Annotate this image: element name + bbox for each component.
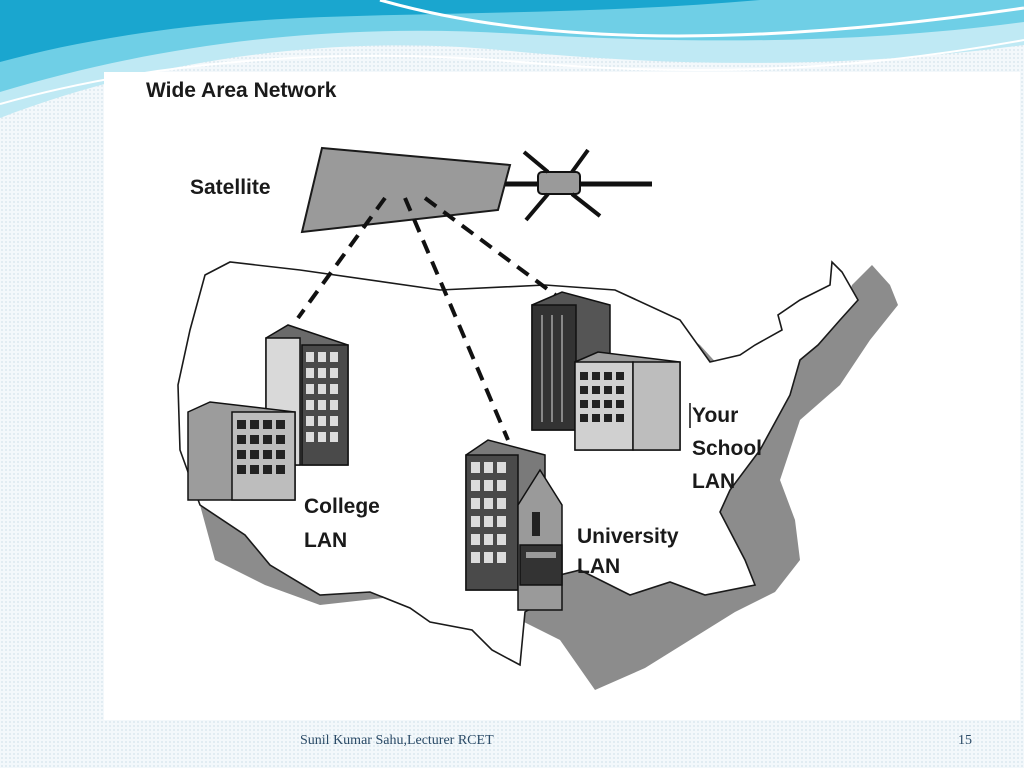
university-label-line2: LAN: [577, 555, 620, 578]
school-label-line2: School: [692, 437, 762, 460]
school-label-line1: Your: [692, 404, 738, 427]
link-to-university: [403, 197, 510, 441]
school-label-line3: LAN: [692, 470, 735, 493]
university-label-line1: University: [577, 525, 679, 548]
slide-title: Wide Area Network: [146, 79, 337, 102]
college-label-line1: College: [304, 495, 380, 518]
link-to-college: [296, 196, 387, 320]
footer-author: Sunil Kumar Sahu,Lecturer RCET: [300, 733, 494, 748]
satellite-icon: [300, 146, 652, 234]
satellite-label: Satellite: [190, 176, 271, 199]
link-to-school: [423, 196, 564, 302]
college-buildings-icon: [187, 324, 349, 501]
college-label-line2: LAN: [304, 529, 347, 552]
university-buildings-icon: [465, 439, 563, 611]
satellite-links: [296, 196, 564, 441]
header-wave: [0, 0, 1024, 118]
page-number: 15: [958, 733, 972, 748]
school-buildings-icon: [531, 291, 681, 451]
